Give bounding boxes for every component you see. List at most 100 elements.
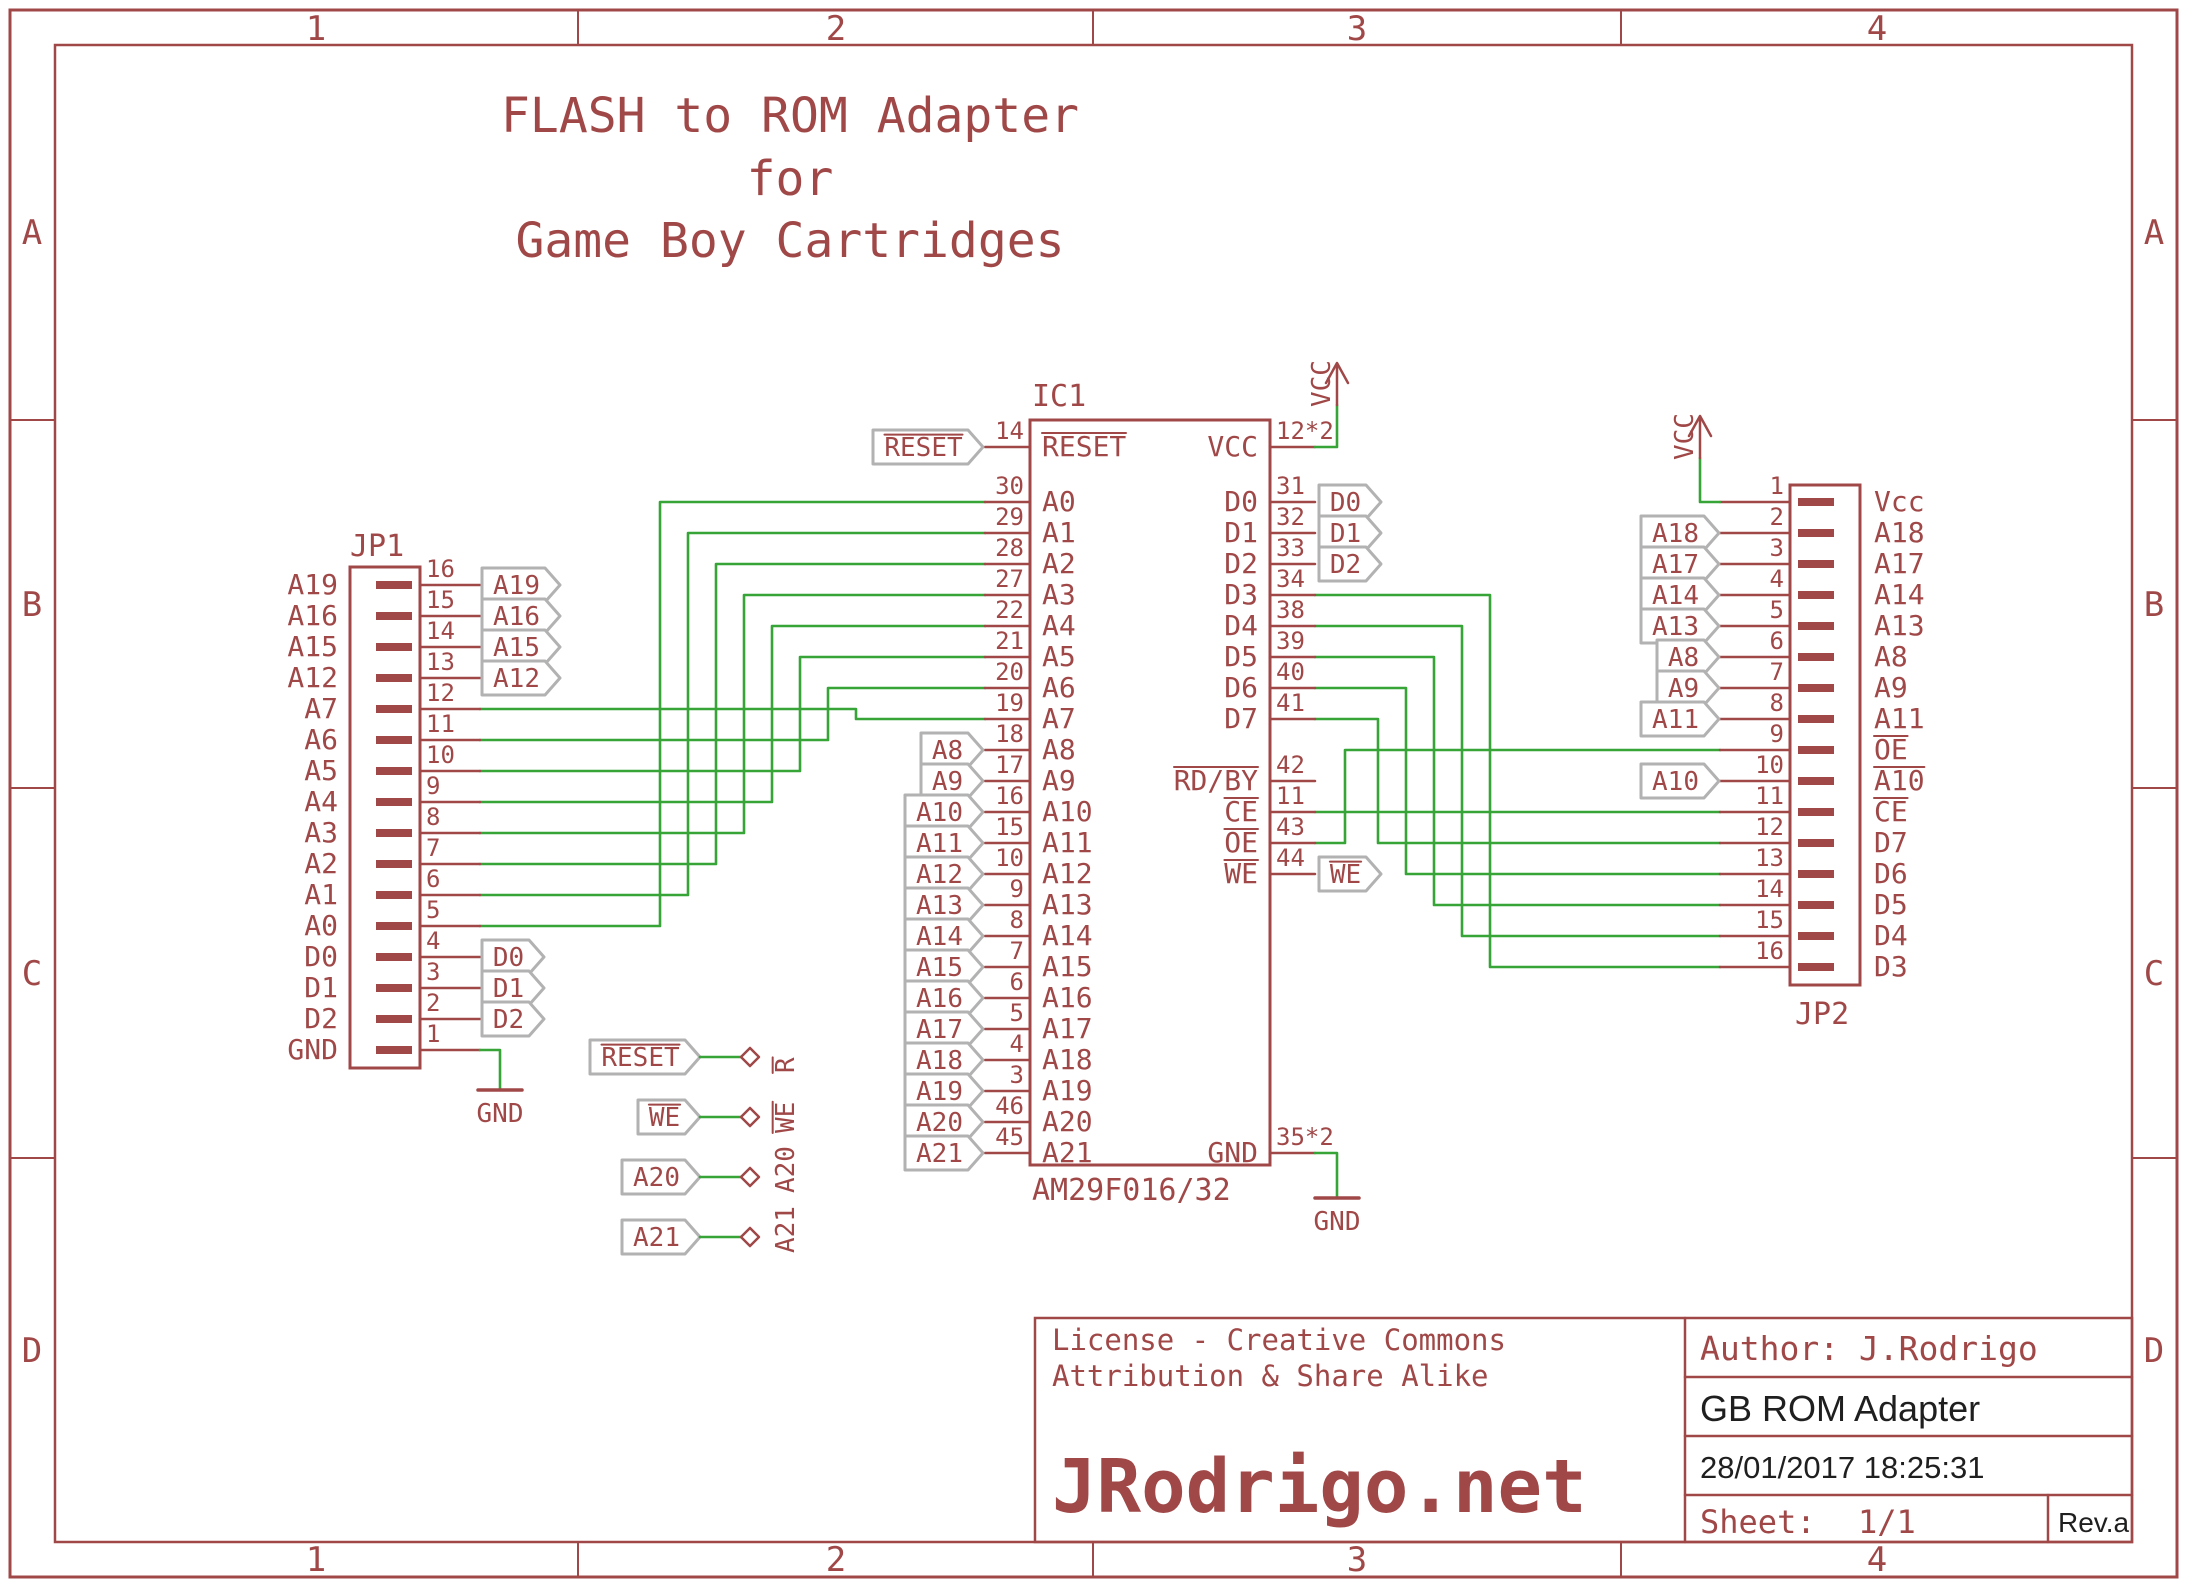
net-tag-A20: A20 [916, 1108, 963, 1138]
ic1-pin-number: 44 [1276, 844, 1305, 872]
titleblock-license-line1: License - Creative Commons [1052, 1323, 1506, 1357]
ic1-pin-name-A17: A17 [1042, 1012, 1093, 1045]
sheet-title-line1: FLASH to ROM Adapter [501, 88, 1079, 144]
ic1-pin-number: 31 [1276, 472, 1305, 500]
jp2-pin-label-A11: A11 [1874, 702, 1925, 735]
net-tag-A15: A15 [916, 953, 963, 983]
jp1-refdes: JP1 [350, 529, 404, 564]
net-tag-flag-A12 [480, 659, 562, 697]
jp1-pin-label-A2: A2 [304, 847, 338, 880]
wire [1313, 403, 1339, 449]
jp2-pin-number: 8 [1770, 689, 1784, 717]
jp2-pad [1798, 560, 1834, 568]
jp1-pin-label-A19: A19 [287, 568, 338, 601]
ic1-pin-name-VCC: VCC [1207, 430, 1258, 463]
ic1-pin-number: 46 [995, 1092, 1024, 1120]
titleblock-sheet-label: Sheet: [1700, 1503, 1816, 1541]
jp2-pad [1798, 746, 1834, 754]
net-tag-A12: A12 [493, 664, 540, 694]
jp1-pad [376, 674, 412, 682]
jp1-pin-number: 3 [426, 958, 440, 986]
net-tag-flag-A8 [1655, 638, 1721, 676]
ic1-pin-name-A1: A1 [1042, 516, 1076, 549]
pad-diamond [739, 1046, 761, 1068]
ic1-pin-number: 8 [1010, 906, 1024, 934]
jumper-pad-label-R-group: R [771, 1056, 801, 1074]
net-tag-D1: D1 [493, 974, 524, 1004]
net-tag-A15: A15 [493, 633, 540, 663]
ic1-pin-name-A5: A5 [1042, 640, 1076, 673]
vcc-arrowhead-icon [1687, 414, 1713, 438]
ic1-pin-name-A19: A19 [1042, 1074, 1093, 1107]
net-tag-flag-A10 [903, 793, 985, 831]
jp1-pad [376, 643, 412, 651]
net-tag-A8: A8 [1668, 643, 1699, 673]
wire [1313, 655, 1722, 907]
net-tag-flag-A17 [903, 1010, 985, 1048]
jumper-pad-label-A20-group: A20 [771, 1146, 801, 1193]
ic1-pin-name-A3: A3 [1042, 578, 1076, 611]
net-tag-flag-D1 [1317, 514, 1383, 552]
jp2-pin-number: 10 [1755, 751, 1784, 779]
vcc-arrowhead-icon [1324, 361, 1350, 385]
frame-col-label-top: 4 [1867, 9, 1887, 49]
ic1-pin-number: 41 [1276, 689, 1305, 717]
ic1-pin-name-A18: A18 [1042, 1043, 1093, 1076]
net-tag-A19: A19 [493, 571, 540, 601]
net-tag-flag-A8 [919, 731, 985, 769]
jp2-pin-number: 16 [1755, 937, 1784, 965]
wire [1313, 1151, 1339, 1200]
jp2-pin-label-A13: A13 [1874, 609, 1925, 642]
net-tag-A14: A14 [1652, 581, 1699, 611]
jp2-pin-label-Vcc: Vcc [1874, 485, 1925, 518]
net-tag-flag-A9 [919, 762, 985, 800]
jp2-pin-label-D6: D6 [1874, 857, 1908, 890]
ic1-pin-name-A8: A8 [1042, 733, 1076, 766]
ic1-body [1028, 418, 1272, 1167]
net-tag-flag-A13 [903, 886, 985, 924]
ic1-value: AM29F016/32 [1032, 1173, 1231, 1208]
net-tag-A11: A11 [916, 829, 963, 859]
wire [478, 655, 987, 773]
jp2-pin-label-A18: A18 [1874, 516, 1925, 549]
net-tag-flag-A13 [1639, 607, 1721, 645]
net-tag-D1: D1 [1330, 519, 1361, 549]
frame-col-label-top: 3 [1347, 9, 1367, 49]
gnd-label: GND [1314, 1207, 1361, 1237]
jp1-pin-label-D1: D1 [304, 971, 338, 1004]
wire [1698, 456, 1722, 504]
wire [478, 686, 987, 742]
net-tag-A21: A21 [916, 1139, 963, 1169]
jp1-pin-number: 1 [426, 1020, 440, 1048]
ic1-refdes: IC1 [1032, 379, 1086, 414]
net-tag-D2: D2 [493, 1005, 524, 1035]
wire [1313, 624, 1722, 938]
ic1-pin-number: 15 [995, 813, 1024, 841]
jp1-pad [376, 612, 412, 620]
net-tag-flag-A21 [903, 1134, 985, 1172]
ic1-pin-name-D6: D6 [1224, 671, 1258, 704]
ic1-pin-number: 17 [995, 751, 1024, 779]
ic1-pin-number: 9 [1010, 875, 1024, 903]
ic1-pin-number: 5 [1010, 999, 1024, 1027]
net-tag-flag-A15 [903, 948, 985, 986]
vcc-label-group: VCC [1670, 413, 1700, 460]
wire [478, 500, 987, 928]
ic1-pin-number: 12*2 [1276, 417, 1334, 445]
net-tag-flag-A20 [620, 1158, 702, 1196]
jumper-pad-label-A21-group: A21 [771, 1206, 801, 1253]
jp2-pin-number: 11 [1755, 782, 1784, 810]
ic1-pin-number: 7 [1010, 937, 1024, 965]
ic1-pin-number: 32 [1276, 503, 1305, 531]
ic1-pin-name-D5: D5 [1224, 640, 1258, 673]
jp2-pin-number: 13 [1755, 844, 1784, 872]
jumper-pad-label-A20: A20 [771, 1146, 801, 1193]
frame-col-label-top: 1 [306, 9, 326, 49]
jp1-pad [376, 984, 412, 992]
net-tag-flag-WE [1317, 855, 1383, 893]
net-tag-flag-A19 [903, 1072, 985, 1110]
wire [1313, 748, 1722, 845]
sheet-title-line2: for [747, 151, 834, 207]
ic1-pin-name-A7: A7 [1042, 702, 1076, 735]
